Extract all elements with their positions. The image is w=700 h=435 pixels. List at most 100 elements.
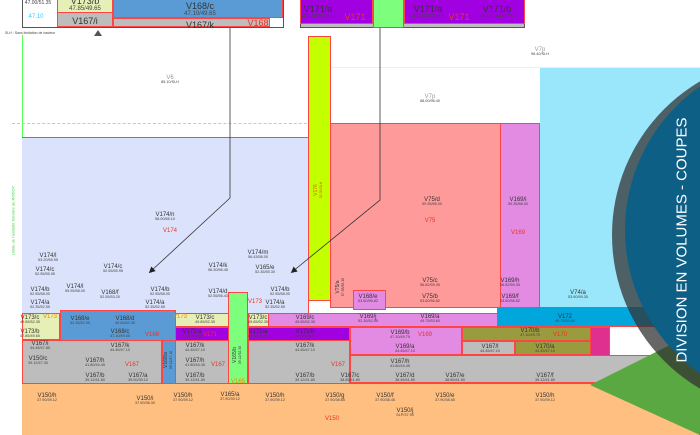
block-v165-top	[373, 0, 404, 28]
volume-name: V171/a	[303, 4, 333, 14]
volume-elevation: 49.65/52.35	[19, 320, 41, 324]
arrow-right	[290, 28, 381, 274]
volume-name: V174/d	[208, 289, 228, 295]
volume-name: V150/f	[376, 393, 394, 399]
volume-elevation: 58.00/65.10	[154, 217, 176, 221]
block-v171-top	[404, 0, 525, 24]
volume-elevation: 47.10/49.65	[412, 14, 444, 20]
block-v167i-top	[57, 12, 113, 27]
volume-name: V169/b	[390, 330, 410, 336]
arrow-left	[148, 28, 231, 274]
volume-name: V168/c	[185, 1, 215, 11]
volume-name: V150/g	[325, 393, 345, 399]
volume-elevation: 56.30/56.45	[207, 268, 229, 272]
volume-elevation: 37.90/39.12	[36, 398, 58, 402]
volume-elevation: 52.35/52.55	[264, 305, 286, 309]
volume-group-tag: V168	[247, 18, 269, 28]
volume-elevation: 49.65/52.35	[294, 320, 316, 324]
volume-name: V170/b	[520, 328, 540, 334]
volume-name: V168/f	[101, 290, 119, 296]
volume-elevation: 39.12/41.80	[294, 378, 316, 382]
volume-group-tag: V169	[417, 332, 433, 338]
volume-elevation: 59.35/66.00	[507, 202, 529, 206]
volume-elevation: 47.10/49.65	[109, 334, 131, 338]
volume-name: V169/a	[395, 344, 415, 350]
volume-elevation: 37.90/39.12	[534, 398, 556, 402]
volume-group-tag: V167	[210, 362, 226, 368]
volume-elevation: 44.45/47.10	[394, 349, 416, 353]
volume-name: V174/a	[145, 300, 165, 306]
volume-name: V169/f	[501, 294, 519, 300]
volume-elevation: 47.10/49.65	[302, 14, 334, 20]
volume-name: V150/h	[535, 393, 555, 399]
volume-elevation: 44.45/47.10	[479, 349, 501, 353]
volume-elevation: 53.20/55.95	[37, 258, 59, 262]
volume-elevation: 59.35/66.00	[421, 202, 443, 206]
volume-elevation: 52.55/58.00	[269, 292, 291, 296]
volume-name: V171/b	[295, 329, 315, 335]
volume-name: V171/a	[248, 329, 268, 335]
volume-elevation: 52.35/52.55	[144, 305, 166, 309]
volume-name: V150/i	[136, 396, 154, 402]
volume-elevation: 55.95/58.00	[64, 289, 86, 293]
volume-elevation: 52.55/55.95	[102, 269, 124, 273]
block-v168e-pink	[353, 290, 386, 310]
volume-name: V174/l	[66, 284, 84, 290]
volume-elevation: 47.85/49.65	[69, 6, 101, 12]
volume-elevation: 52.35/55.30	[254, 270, 276, 274]
volume-elevation: 49.65/52.35	[247, 320, 269, 324]
volume-elevation: 85.10/SLH	[161, 80, 179, 84]
volume-elevation: 37.90/39.12	[172, 398, 194, 402]
volume-elevation: 53.60/59.35	[567, 295, 589, 299]
volume-name: V167/h	[390, 359, 410, 365]
volume-name: V150/h	[173, 393, 193, 399]
volume-elevation: 44.45/47.10	[534, 349, 556, 353]
volume-label: V167/k	[186, 21, 214, 30]
volume-name: V167/e	[445, 373, 465, 379]
volume-elevation: 53.60/56.82	[499, 299, 521, 303]
volume-name: V167/k	[110, 343, 130, 349]
volume-elevation: 47.10/49.75	[389, 335, 411, 339]
volume-elevation: 88.00/96.40	[419, 99, 441, 103]
inset-level: 47.10	[28, 14, 44, 20]
volume-elevation: 49.75/53.60	[554, 319, 576, 323]
volume-group-tag: V171	[344, 12, 366, 22]
volume-name: V167/k	[295, 343, 315, 349]
detail-inset-left	[22, 0, 284, 28]
volume-name: V74/a	[570, 290, 586, 296]
volume-elevation: 37.90/38.30	[134, 401, 156, 405]
volume-name: V75/b	[422, 294, 438, 300]
volume-name: V174/a	[30, 300, 50, 306]
volume-elevation: 52.55/55.95	[34, 272, 56, 276]
volume-name: V167/b	[85, 373, 105, 379]
volume-elevation: 49.75/53.60	[419, 319, 441, 323]
volume-name: V174/b	[270, 287, 290, 293]
volume-name: V174/m	[247, 250, 269, 256]
